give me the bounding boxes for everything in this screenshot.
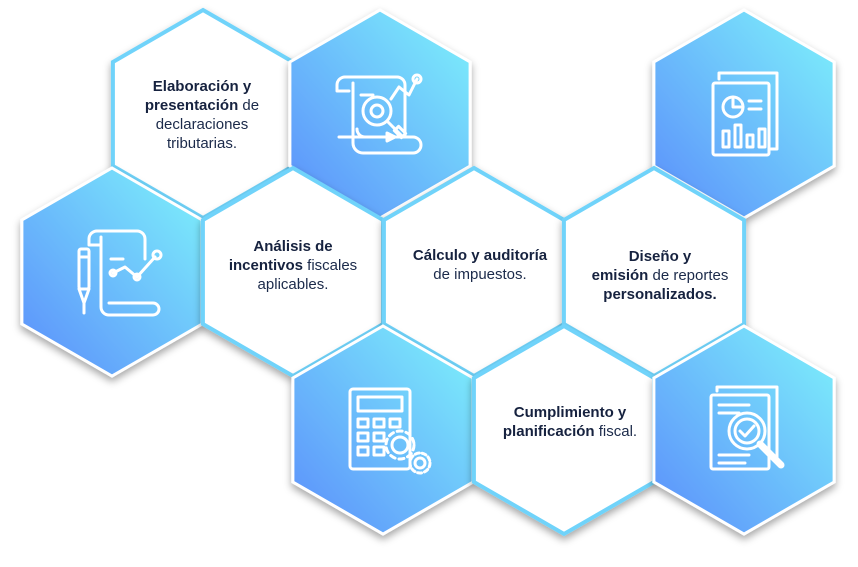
hex-icon-tile [652,324,836,536]
pen-graph-document-icon [77,229,163,317]
hex-label-incentivos: Análisis de incentivos fiscales aplicabl… [228,237,358,293]
hex-label-reportes: Diseño y emisión de reportes personaliza… [591,247,729,303]
hex-label-calculo: Cálculo y auditoría de impuestos. [412,247,548,283]
calculator-gears-icon [348,387,432,475]
hex-label-cumplimiento: Cumplimiento y planificación fiscal. [502,404,638,440]
document-check-magnifier-icon [709,385,785,471]
document-analysis-icon [335,73,423,155]
hex-label-declaraciones: Elaboración y presentación de declaracio… [144,78,260,152]
report-chart-icon [711,71,779,157]
